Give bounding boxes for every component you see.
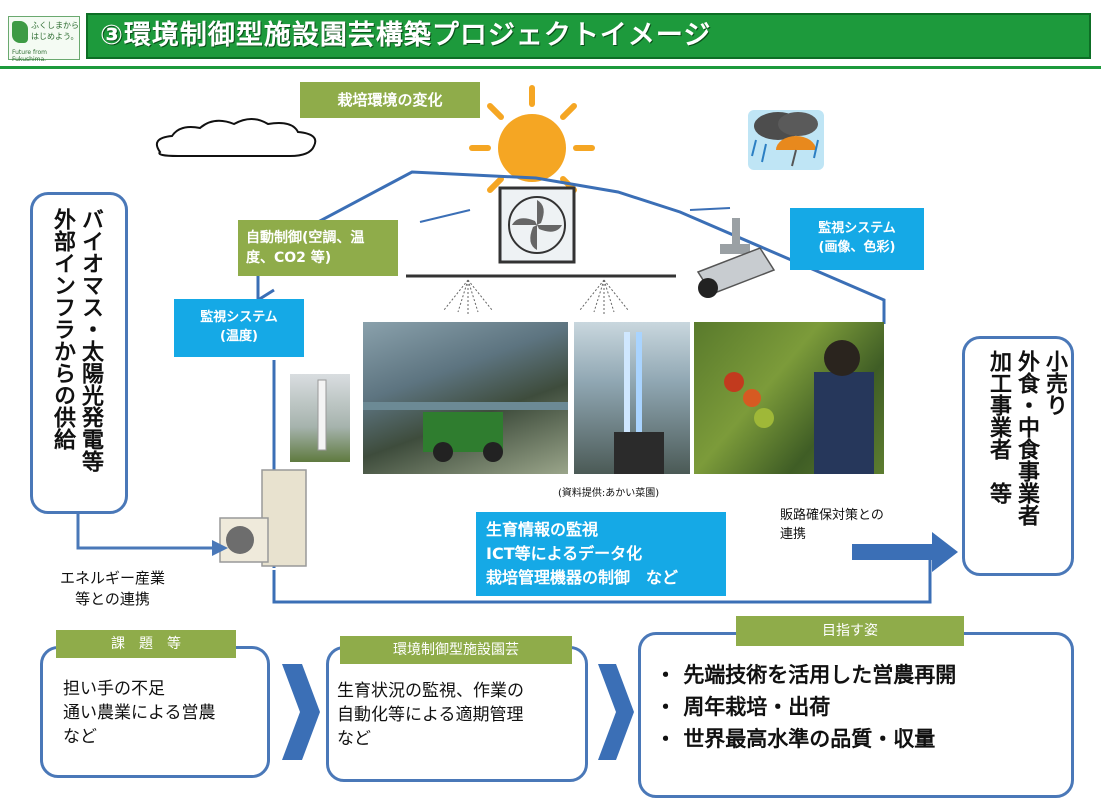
energy-line: 等との連携	[75, 590, 150, 608]
greenhouse-photo-vehicle	[363, 322, 568, 474]
env-change-label: 栽培環境の変化	[300, 82, 480, 118]
energy-cooperation-text: エネルギー産業 等との連携	[60, 568, 165, 610]
monitor-temp-line: 監視システム	[200, 310, 278, 325]
photo-credit: (資料提供:あかい菜園)	[558, 488, 660, 499]
env-facility-line: 生育状況の監視、作業の	[337, 681, 524, 701]
header: ふくしまから はじめよう。 Future from Fukushima. ③環境…	[0, 0, 1101, 69]
buyers-col: 外食・中食事業者	[1014, 350, 1039, 526]
energy-line: エネルギー産業	[60, 569, 166, 587]
header-rule	[0, 66, 1101, 69]
issues-box: 担い手の不足 通い農業による営農 など	[40, 646, 270, 778]
chevron-arrow-1	[282, 664, 320, 760]
growth-line: ICT等によるデータ化	[486, 544, 643, 563]
goal-item: ・ 世界最高水準の品質・収量	[655, 727, 936, 751]
monitor-temp-label: 監視システム (温度)	[174, 299, 304, 357]
env-facility-line: 自動化等による適期管理	[337, 705, 524, 725]
security-camera-icon	[696, 218, 776, 298]
goal-text: 世界最高水準の品質・収量	[683, 727, 936, 751]
air-conditioner-icon	[219, 469, 307, 567]
goals-tab: 目指す姿	[736, 616, 964, 646]
env-facility-line: など	[337, 729, 371, 749]
goal-text: 周年栽培・出荷	[683, 695, 831, 719]
monitor-temp-line: (温度)	[220, 329, 258, 344]
ventilation-fan-icon	[498, 186, 576, 264]
sensor-photo	[290, 374, 350, 462]
goal-item: ・ 周年栽培・出荷	[655, 695, 831, 719]
external-infra-text: バイオマス・太陽光発電等 外部インフラからの供給	[48, 208, 104, 472]
growth-line: 生育情報の監視	[486, 520, 599, 539]
auto-control-line: 度、CO2 等)	[246, 250, 332, 266]
goals-list: ・ 先端技術を活用した営農再開 ・ 周年栽培・出荷 ・ 世界最高水準の品質・収量	[655, 659, 956, 755]
fukushima-logo-icon	[12, 21, 28, 43]
house-outline	[257, 170, 886, 324]
issues-line: 通い農業による営農	[63, 703, 216, 723]
external-infra-box	[30, 192, 128, 514]
monitor-image-line: 監視システム	[818, 221, 896, 236]
sales-channel-text: 販路確保対策との 連携	[780, 506, 884, 544]
issues-list: 担い手の不足 通い農業による営農 など	[63, 677, 216, 749]
greenhouse-photo-tomato	[694, 322, 884, 474]
greenhouse-photo-led	[574, 322, 690, 474]
growth-line: 栽培管理機器の制御 など	[486, 568, 679, 587]
logo: ふくしまから はじめよう。 Future from Fukushima.	[8, 16, 80, 63]
buyers-col: 小売り	[1042, 350, 1067, 416]
issues-tab: 課 題 等	[56, 630, 236, 658]
goal-text: 先端技術を活用した営農再開	[683, 663, 957, 687]
buyers-box	[962, 336, 1074, 576]
mist-sprinkler-icon	[579, 279, 629, 314]
goal-item: ・ 先端技術を活用した営農再開	[655, 663, 957, 687]
logo-subtext: Future from Fukushima.	[12, 49, 47, 63]
sales-arrow	[852, 532, 958, 572]
buyers-text: 小売り 外食・中食事業者 加工事業者 等	[984, 350, 1068, 526]
env-facility-tab: 環境制御型施設園芸	[340, 636, 572, 664]
logo-text: ふくしまから はじめよう。	[31, 21, 79, 41]
rain-storm-icon	[748, 110, 824, 170]
buyers-col: 加工事業者 等	[986, 350, 1011, 504]
issues-line: 担い手の不足	[63, 679, 165, 699]
auto-control-label: 自動制御(空調、温 度、CO2 等)	[238, 220, 398, 276]
supply-arrow	[76, 514, 212, 550]
external-infra-col: バイオマス・太陽光発電等	[78, 208, 103, 472]
issues-line: など	[63, 727, 97, 747]
chevron-arrow-2	[598, 664, 634, 760]
goals-box: ・ 先端技術を活用した営農再開 ・ 周年栽培・出荷 ・ 世界最高水準の品質・収量	[638, 632, 1074, 798]
external-infra-col: 外部インフラからの供給	[50, 208, 75, 450]
cloud-icon	[156, 118, 317, 157]
monitor-image-line: (画像、色彩)	[818, 240, 896, 255]
title-bar	[86, 13, 1091, 59]
page-title: ③環境制御型施設園芸構築プロジェクトイメージ	[100, 20, 712, 51]
env-facility-box: 生育状況の監視、作業の 自動化等による適期管理 など	[326, 646, 588, 782]
auto-control-line: 自動制御(空調、温	[246, 230, 365, 246]
growth-monitoring-box: 生育情報の監視 ICT等によるデータ化 栽培管理機器の制御 など	[476, 512, 726, 596]
sales-line: 連携	[780, 527, 807, 542]
env-facility-list: 生育状況の監視、作業の 自動化等による適期管理 など	[337, 679, 524, 751]
monitor-image-label: 監視システム (画像、色彩)	[790, 208, 924, 270]
sales-line: 販路確保対策との	[780, 508, 884, 523]
mist-sprinkler-icon	[443, 279, 493, 314]
